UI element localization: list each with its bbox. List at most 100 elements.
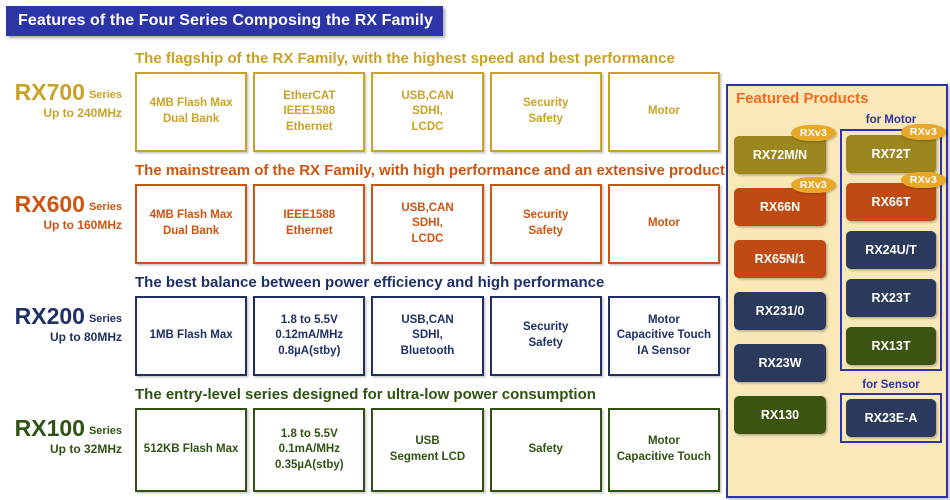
- product-chip[interactable]: RX24U/T: [846, 230, 936, 269]
- feature-box-line: 4MB Flash Max: [149, 97, 233, 110]
- feature-box-line: Safety: [528, 443, 563, 456]
- product-chip[interactable]: RX130: [734, 396, 826, 434]
- product-chip-label: RX130: [760, 408, 800, 422]
- series-row-rx100: The entry-level series designed for ultr…: [0, 384, 722, 500]
- series-tagline: The mainstream of the RX Family, with hi…: [135, 162, 774, 179]
- product-chip-label: RX23T: [871, 290, 911, 305]
- product-chip-label: RX13T: [871, 338, 911, 353]
- product-chip-label: RX72M/N: [752, 148, 808, 162]
- feature-box-line: Capacitive Touch: [616, 329, 712, 342]
- series-word: Series: [88, 425, 122, 437]
- product-chip-wrapper: RX23E-A: [846, 399, 936, 438]
- feature-box-line: Dual Bank: [162, 225, 220, 237]
- feature-box-line: 0.1mA/MHz: [278, 443, 340, 456]
- product-chip[interactable]: RX65N/1: [734, 240, 826, 278]
- feature-box-line: Dual Bank: [162, 113, 220, 125]
- feature-box-line: Motor: [647, 217, 680, 230]
- product-chip[interactable]: RX13T: [846, 326, 936, 365]
- feature-box-line: Security: [523, 321, 569, 334]
- product-chip-label: RX231/0: [755, 304, 805, 318]
- series-max-frequency: Up to 240MHz: [43, 106, 122, 121]
- feature-box-line: USB,CAN: [401, 89, 454, 102]
- feature-box-line: Capacitive Touch: [616, 451, 712, 463]
- feature-box: Safety: [489, 408, 602, 492]
- featured-products-title: Featured Products: [736, 90, 869, 107]
- feature-box-line: LCDC: [411, 232, 444, 245]
- feature-box-line: LCDC: [411, 120, 444, 133]
- feature-box-line: 0.35µA(stby): [274, 458, 344, 471]
- feature-box-line: USB: [415, 435, 440, 448]
- product-chip[interactable]: RX23W: [734, 344, 826, 382]
- series-row-rx700: The flagship of the RX Family, with the …: [0, 48, 722, 160]
- feature-box-line: 1.8 to 5.5V: [280, 427, 338, 440]
- feature-box: 512KB Flash Max: [135, 408, 248, 492]
- feature-box-line: 0.12mA/MHz: [275, 329, 344, 342]
- page-title: Features of the Four Series Composing th…: [18, 12, 433, 29]
- feature-box-line: USB,CAN: [401, 201, 454, 214]
- series-max-frequency: Up to 80MHz: [50, 330, 122, 345]
- series-name-text: RX100: [14, 415, 85, 441]
- product-chip-label: RX65N/1: [754, 252, 806, 266]
- feature-box-line: IEEE1588: [283, 105, 336, 118]
- product-chip[interactable]: RX23E-A: [846, 399, 936, 438]
- product-chip[interactable]: RX23T: [846, 278, 936, 317]
- feature-box-line: Segment LCD: [389, 451, 466, 463]
- series-name-text: RX200: [14, 303, 85, 329]
- series-name-text: RX600: [14, 191, 85, 217]
- product-chip[interactable]: RX66N: [734, 188, 826, 226]
- product-chip[interactable]: RX66T: [846, 182, 936, 221]
- product-chip[interactable]: RX72M/N: [734, 136, 826, 174]
- series-tagline: The entry-level series designed for ultr…: [135, 386, 596, 403]
- product-chip-label: RX66T: [871, 194, 911, 209]
- product-chip-wrapper: RX130: [734, 396, 826, 434]
- feature-box-line: 512KB Flash Max: [143, 443, 239, 456]
- product-chip-wrapper: RX24U/T: [846, 230, 936, 269]
- product-chip-wrapper: RX13T: [846, 326, 936, 365]
- product-group-box: RX23E-A: [840, 393, 942, 444]
- series-word: Series: [88, 201, 122, 213]
- series-row-rx200: The best balance between power efficienc…: [0, 272, 722, 384]
- feature-box-line: Safety: [528, 225, 563, 237]
- product-chip-wrapper: RX231/0: [734, 292, 826, 330]
- feature-box-line: SDHI,: [412, 217, 443, 230]
- feature-box-line: USB,CAN: [401, 313, 454, 326]
- page-title-banner: Features of the Four Series Composing th…: [6, 6, 443, 36]
- series-max-frequency: Up to 32MHz: [50, 442, 122, 457]
- product-chip[interactable]: RX231/0: [734, 292, 826, 330]
- product-group-label: for Motor: [865, 114, 917, 126]
- feature-box-line: SDHI,: [412, 105, 443, 118]
- product-chip-wrapper: RX65N/1: [734, 240, 826, 278]
- feature-box: USB Segment LCD: [371, 408, 484, 492]
- series-word: Series: [88, 89, 122, 101]
- feature-box: 1MB Flash Max: [135, 296, 248, 376]
- feature-box-line: IEEE1588: [283, 209, 336, 222]
- feature-box-line: Security: [523, 209, 569, 222]
- feature-box-line: EtherCAT: [283, 89, 336, 102]
- series-tagline: The flagship of the RX Family, with the …: [135, 50, 675, 67]
- product-chip[interactable]: RX72T: [846, 134, 936, 173]
- feature-box: USB,CAN SDHI, LCDC: [371, 184, 484, 264]
- series-feature-boxes: 512KB Flash Max 1.8 to 5.5V 0.1mA/MHz 0.35µ…: [135, 408, 721, 492]
- series-max-frequency: Up to 160MHz: [43, 218, 122, 233]
